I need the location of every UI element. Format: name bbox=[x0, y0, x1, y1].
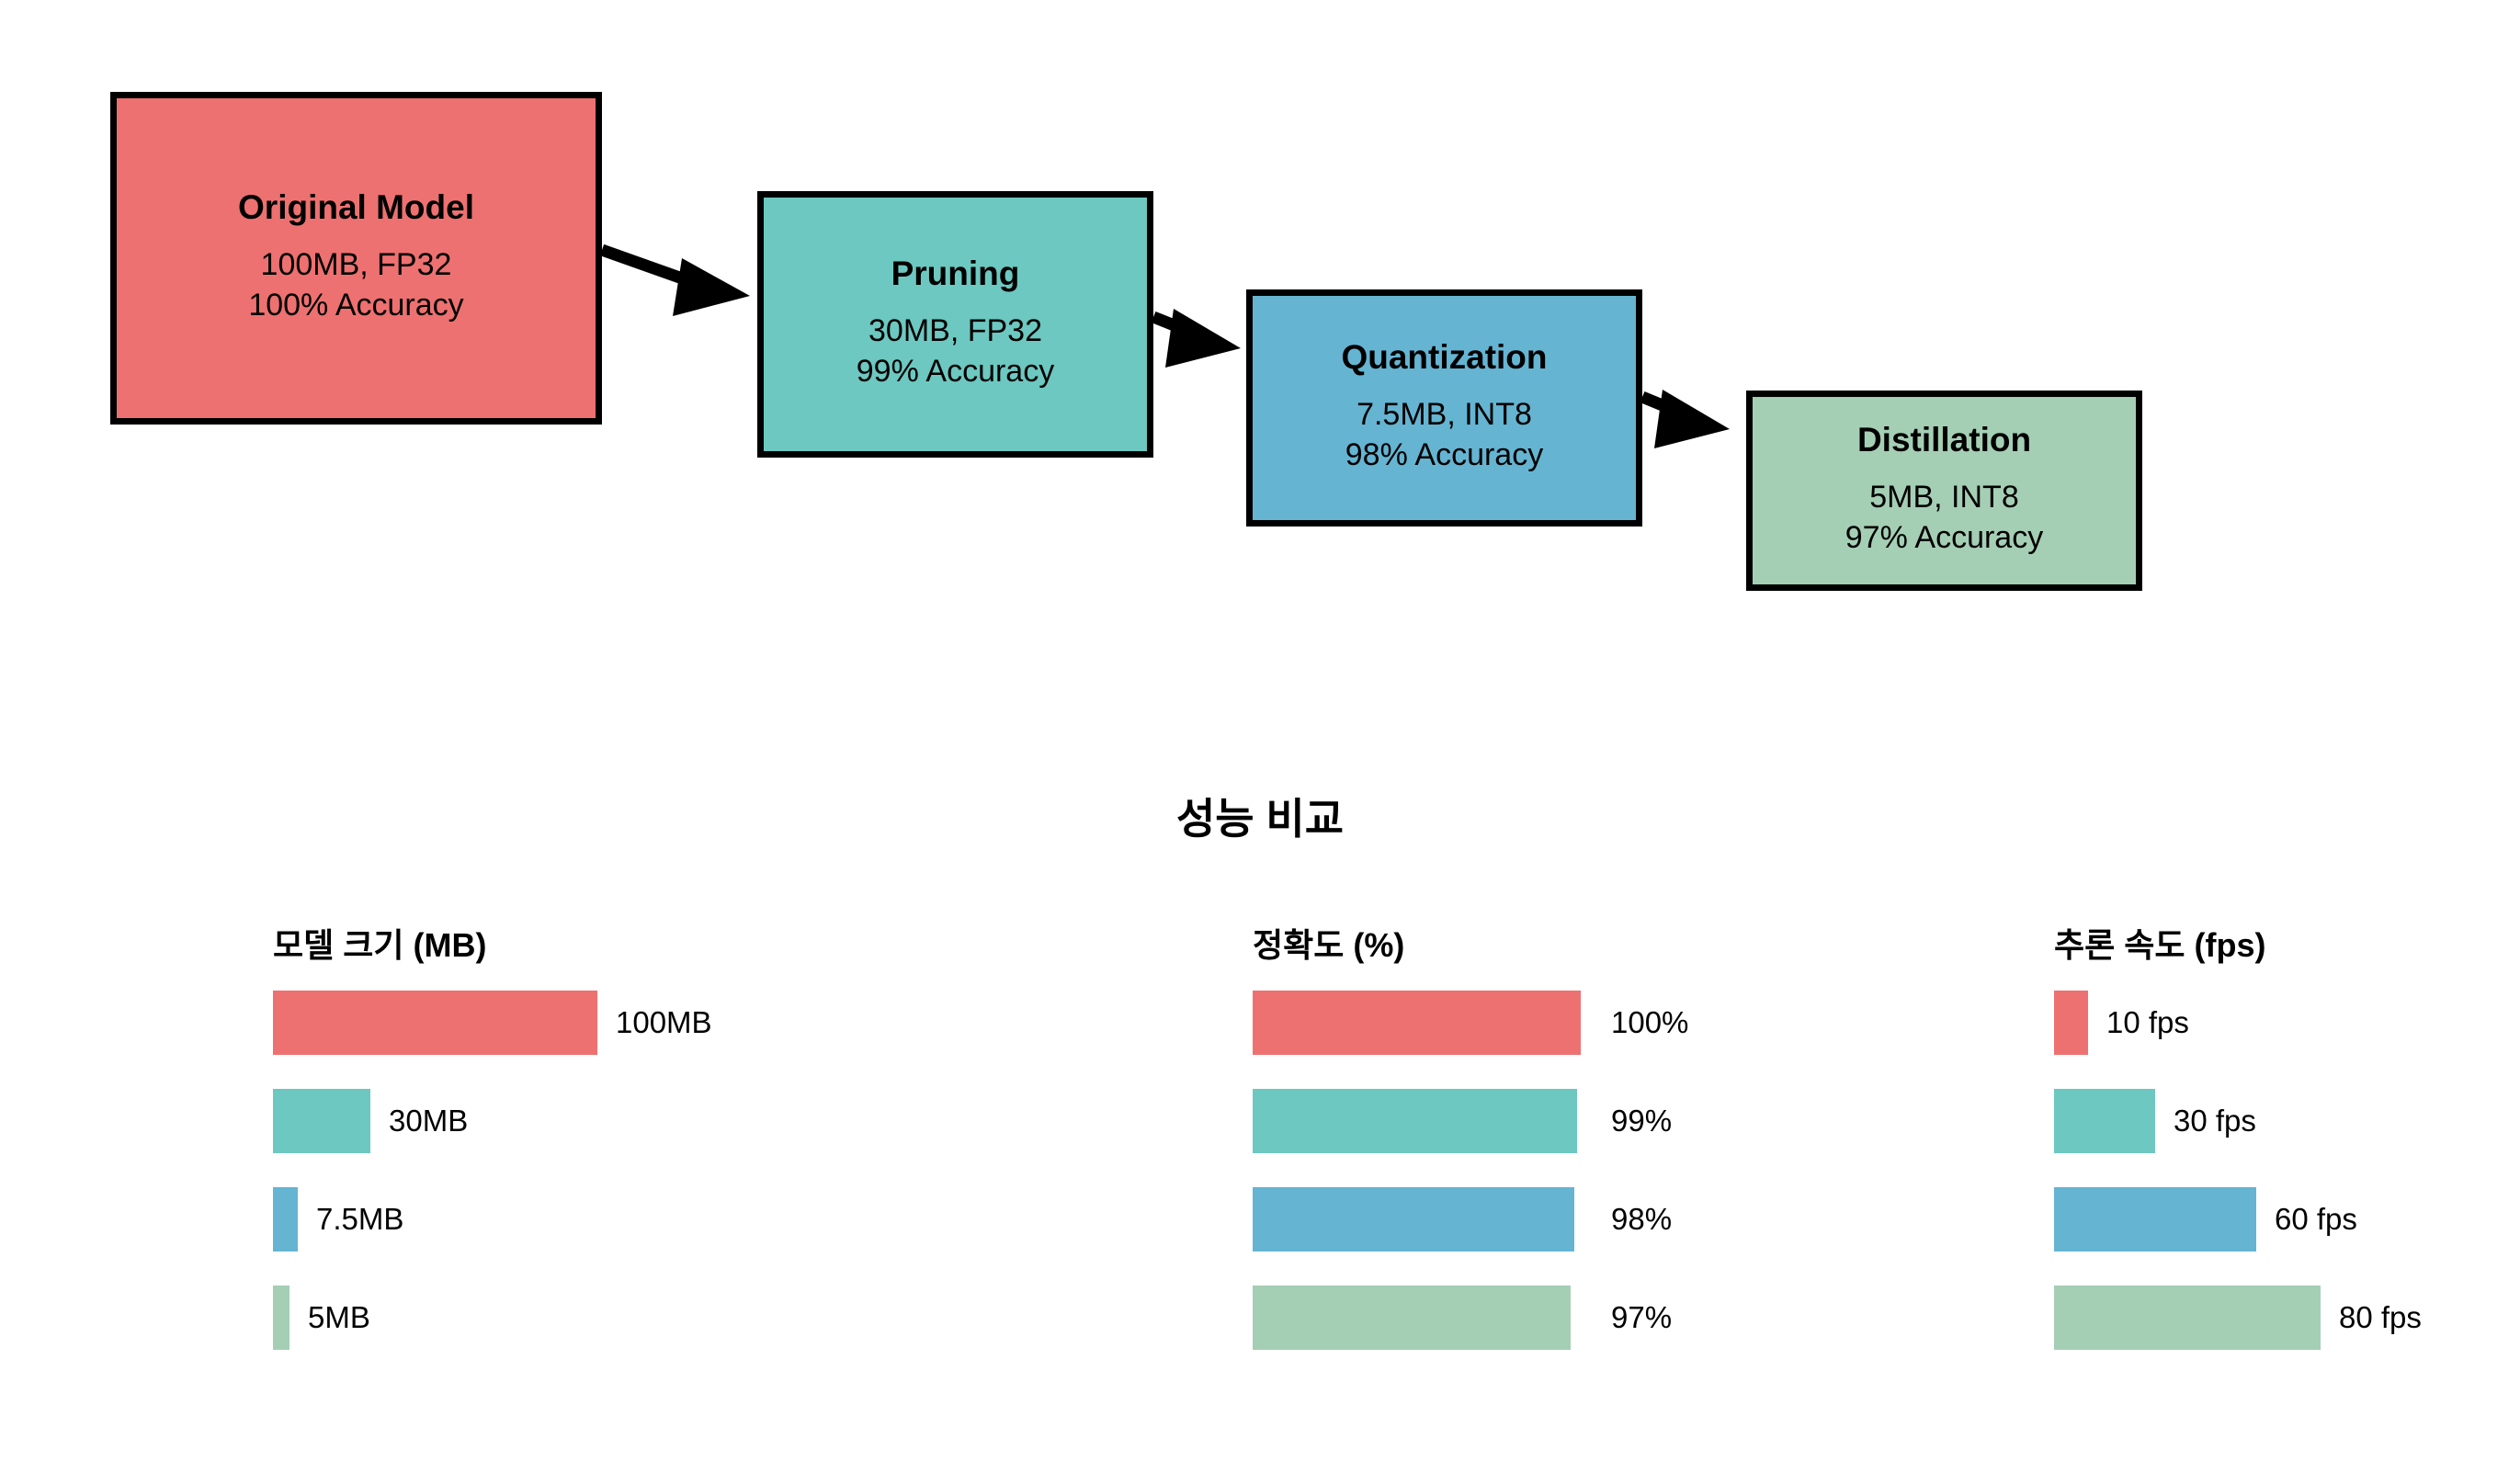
bar-distillation[interactable] bbox=[2054, 1285, 2321, 1350]
arrow-original-to-pruning bbox=[599, 244, 750, 316]
bar-row: 99% bbox=[1253, 1089, 1672, 1187]
bar-value-label: 5MB bbox=[308, 1300, 370, 1334]
chart-inference-speed: 추론 속도 (fps) 10 fps 30 fps 60 fps 80 fps bbox=[2054, 919, 2422, 1384]
bar-distillation[interactable] bbox=[273, 1285, 289, 1350]
bar-quantization[interactable] bbox=[2054, 1187, 2256, 1251]
bar-quantization[interactable] bbox=[1253, 1187, 1574, 1251]
arrow-pruning-to-quantization bbox=[1151, 309, 1241, 368]
bar-row: 80 fps bbox=[2054, 1285, 2422, 1384]
chart-accuracy: 정확도 (%) 100% 99% 98% 97% bbox=[1253, 919, 1688, 1384]
chart-title: 추론 속도 (fps) bbox=[2054, 926, 2266, 964]
bar-value-label: 99% bbox=[1611, 1104, 1673, 1138]
stage-detail-accuracy: 98% Accuracy bbox=[1345, 437, 1544, 473]
stage-box-pruning[interactable]: Pruning 30MB, FP32 99% Accuracy bbox=[757, 191, 1153, 458]
stage-title: Pruning bbox=[891, 254, 1020, 292]
bar-row: 60 fps bbox=[2054, 1187, 2357, 1285]
chart-title: 정확도 (%) bbox=[1253, 926, 1405, 964]
bar-value-label: 10 fps bbox=[2106, 1005, 2189, 1039]
stage-box-original-model[interactable]: Original Model 100MB, FP32 100% Accuracy bbox=[110, 92, 602, 425]
bar-value-label: 60 fps bbox=[2275, 1202, 2357, 1236]
bar-value-label: 30 fps bbox=[2174, 1104, 2256, 1138]
stage-title: Quantization bbox=[1341, 337, 1548, 376]
bar-quantization[interactable] bbox=[273, 1187, 298, 1251]
bar-value-label: 30MB bbox=[389, 1104, 469, 1138]
stage-detail-accuracy: 100% Accuracy bbox=[248, 288, 464, 323]
bar-value-label: 98% bbox=[1611, 1202, 1673, 1236]
bar-row: 100% bbox=[1253, 991, 1688, 1089]
bar-value-label: 7.5MB bbox=[316, 1202, 404, 1236]
arrow-quantization-to-distillation bbox=[1640, 390, 1730, 448]
stage-detail-size: 30MB, FP32 bbox=[868, 312, 1042, 348]
bar-pruning[interactable] bbox=[1253, 1089, 1577, 1153]
chart-model-size: 모델 크기 (MB) 100MB 30MB 7.5MB 5MB bbox=[273, 919, 712, 1384]
bar-original-model[interactable] bbox=[2054, 991, 2088, 1055]
stage-title: Original Model bbox=[238, 187, 474, 226]
charts-section-title: 성능 비교 bbox=[1175, 795, 1345, 843]
bar-row: 7.5MB bbox=[273, 1187, 486, 1285]
bar-row: 97% bbox=[1253, 1285, 1672, 1384]
bar-row: 30 fps bbox=[2054, 1089, 2265, 1187]
bar-pruning[interactable] bbox=[273, 1089, 370, 1153]
bar-row: 98% bbox=[1253, 1187, 1672, 1285]
bar-pruning[interactable] bbox=[2054, 1089, 2155, 1153]
bar-row: 100MB bbox=[273, 991, 712, 1089]
bar-value-label: 100MB bbox=[616, 1005, 712, 1039]
bar-original-model[interactable] bbox=[273, 991, 597, 1055]
bar-value-label: 100% bbox=[1611, 1005, 1689, 1039]
stage-detail-size: 100MB, FP32 bbox=[260, 246, 452, 282]
bar-row: 30MB bbox=[273, 1089, 486, 1187]
stage-detail-size: 7.5MB, INT8 bbox=[1356, 396, 1532, 432]
bar-value-label: 97% bbox=[1611, 1300, 1673, 1334]
pipeline-diagram: Original Model 100MB, FP32 100% Accuracy… bbox=[0, 0, 2520, 698]
stage-detail-accuracy: 97% Accuracy bbox=[1845, 520, 2044, 556]
bar-row: 5MB bbox=[273, 1285, 486, 1384]
stage-box-distillation[interactable]: Distillation 5MB, INT8 97% Accuracy bbox=[1746, 391, 2142, 591]
bar-original-model[interactable] bbox=[1253, 991, 1581, 1055]
charts-row: 모델 크기 (MB) 100MB 30MB 7.5MB 5MB 정확도 (%) … bbox=[0, 919, 2520, 1397]
stage-box-quantization[interactable]: Quantization 7.5MB, INT8 98% Accuracy bbox=[1246, 289, 1642, 527]
chart-title: 모델 크기 (MB) bbox=[273, 926, 487, 964]
stage-title: Distillation bbox=[1856, 420, 2032, 459]
bar-value-label: 80 fps bbox=[2339, 1300, 2422, 1334]
bar-distillation[interactable] bbox=[1253, 1285, 1571, 1350]
bar-row: 10 fps bbox=[2054, 991, 2265, 1089]
stage-detail-size: 5MB, INT8 bbox=[1869, 479, 2019, 515]
stage-detail-accuracy: 99% Accuracy bbox=[856, 354, 1055, 390]
